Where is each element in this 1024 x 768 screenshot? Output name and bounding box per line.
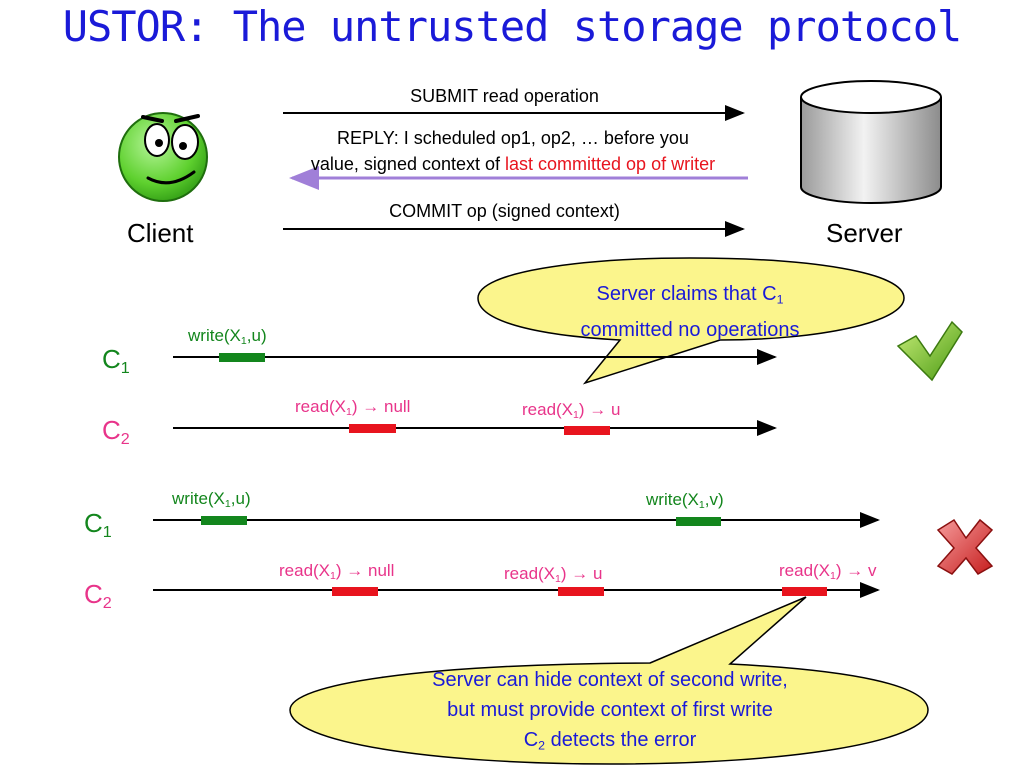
cross-icon — [936, 518, 994, 575]
s1-read-u-op-bar — [564, 426, 610, 435]
detection-bubble-text: Server can hide context of second write,… — [432, 669, 788, 753]
server-claim-text: Server claims that C1 committed no opera… — [580, 283, 800, 341]
s2-write-u-label: write(X1,u) — [172, 489, 251, 511]
commit-label: COMMIT op (signed context) — [389, 201, 620, 221]
s2-read-v-label: read(X1) → v — [779, 561, 877, 583]
s1-read-u-label: read(X1) → u — [522, 400, 621, 422]
checkmark-icon — [896, 320, 963, 382]
server-database-icon — [800, 80, 942, 204]
s2-c1-label: C1 — [84, 508, 112, 541]
reply-highlight-text: last committed op of writer — [505, 154, 716, 174]
s1-c1-label: C1 — [102, 344, 130, 377]
client-label: Client — [127, 218, 194, 248]
server-label: Server — [826, 218, 903, 248]
s2-c2-label: C2 — [84, 579, 112, 612]
s2-read-null-op-bar — [332, 587, 378, 596]
server-claim-speech-bubble — [477, 257, 905, 385]
s2-read-v-op-bar — [782, 587, 827, 596]
s2-write-v-label: write(X1,v) — [646, 490, 724, 512]
s1-read-null-label: read(X1) → null — [295, 397, 411, 419]
reply-label-line1: REPLY: I scheduled op1, op2, … before yo… — [337, 128, 689, 148]
s1-read-null-op-bar — [349, 424, 396, 433]
s2-read-u-label: read(X1) → u — [504, 564, 603, 586]
client-smiley-icon — [118, 112, 208, 202]
s2-read-u-op-bar — [558, 587, 604, 596]
detection-speech-bubble — [289, 596, 929, 765]
s1-write-label: write(X1,u) — [188, 326, 267, 348]
s1-c2-label: C2 — [102, 415, 130, 448]
slide-title: USTOR: The untrusted storage protocol — [62, 2, 963, 51]
reply-label-line2: value, signed context of last committed … — [250, 154, 776, 175]
s2-write-u-op-bar — [201, 516, 247, 525]
s2-read-null-label: read(X1) → null — [279, 561, 395, 583]
s1-write-op-bar — [219, 353, 265, 362]
submit-label: SUBMIT read operation — [410, 86, 599, 106]
reply-context-text: value, signed context of — [310, 154, 506, 174]
s2-write-v-op-bar — [676, 517, 721, 526]
